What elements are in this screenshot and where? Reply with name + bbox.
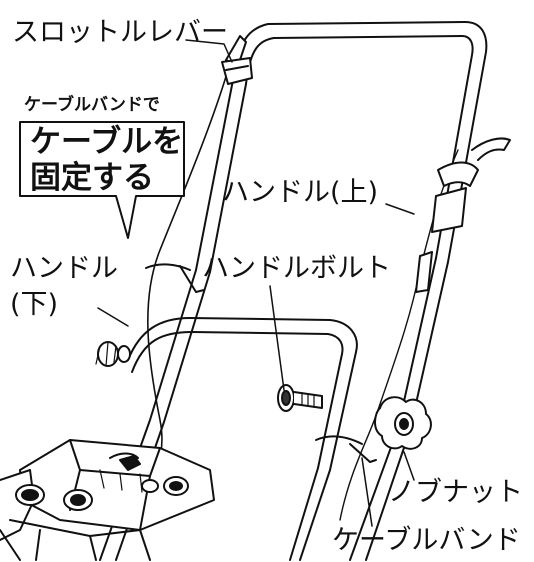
lower-handle [99, 269, 411, 561]
right-grip-lever [415, 137, 511, 293]
label-cable-band-note: ケーブルバンドで [24, 95, 160, 115]
upper-handle [195, 21, 488, 431]
label-handle-bolt: ハンドルボルト [202, 253, 391, 284]
cable-band-lower [315, 435, 377, 463]
leader-lines [97, 39, 415, 527]
lower-left-knob [95, 341, 131, 367]
label-handle-lower-line2: (下) [10, 289, 59, 320]
label-cable-band: ケーブルバンド [332, 525, 521, 556]
engine [0, 439, 215, 561]
label-handle-upper: ハンドル(上) [222, 177, 379, 208]
callout-line-1: ケーブルを [30, 124, 184, 160]
callout-line-2: 固定する [30, 160, 154, 196]
label-handle-lower-line1: ハンドル [10, 253, 118, 284]
label-knob-nut: ノブナット [388, 477, 523, 508]
cable-band-upper [145, 263, 205, 293]
label-throttle-lever: スロットルレバー [12, 17, 228, 48]
knob-nut [374, 396, 432, 450]
callout-box [19, 121, 185, 239]
handle-bolt [277, 384, 323, 412]
